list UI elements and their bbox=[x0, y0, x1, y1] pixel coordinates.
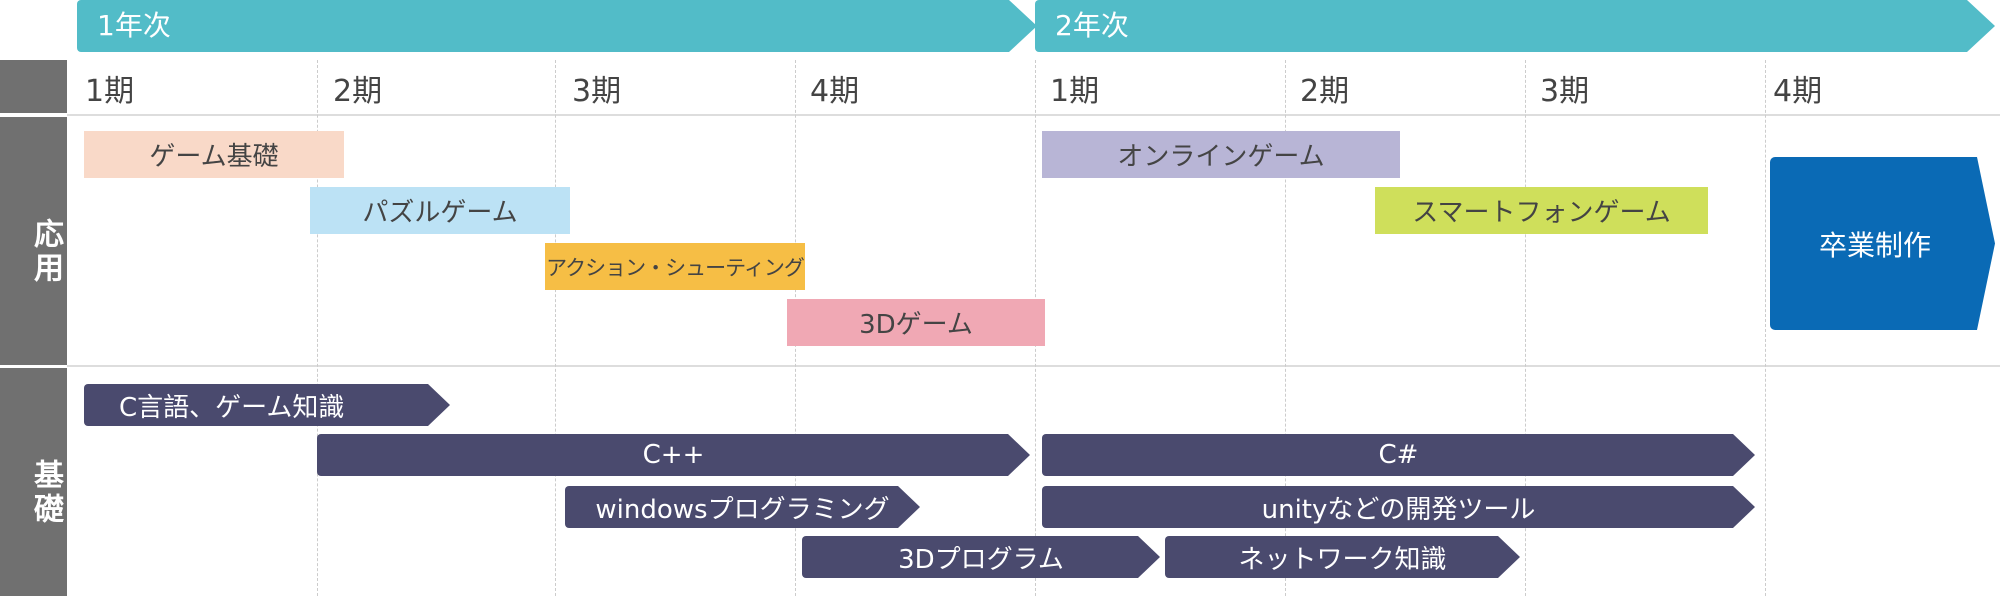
course-3d-game: 3Dゲーム bbox=[787, 299, 1045, 346]
section-divider bbox=[67, 365, 2000, 367]
course-smartphone-game: スマートフォンゲーム bbox=[1375, 187, 1708, 234]
section-label-applied: 応用 bbox=[0, 117, 67, 365]
course-network: ネットワーク知識 bbox=[1165, 536, 1520, 578]
course-cpp: C++ bbox=[317, 434, 1030, 476]
grid-line bbox=[1525, 60, 1526, 596]
section-label-basic: 基礎 bbox=[0, 368, 67, 596]
course-unity-tools: unityなどの開発ツール bbox=[1042, 486, 1755, 528]
period-label: 3期 bbox=[1540, 74, 1590, 109]
course-csharp: C# bbox=[1042, 434, 1755, 476]
grid-line bbox=[317, 60, 318, 596]
course-windows-programming: windowsプログラミング bbox=[565, 486, 920, 528]
period-label: 4期 bbox=[810, 74, 860, 109]
grid-line bbox=[555, 60, 556, 596]
year-2-banner: 2年次 bbox=[1035, 0, 1995, 52]
graduation-project: 卒業制作 bbox=[1770, 157, 1995, 330]
course-3d-programming: 3Dプログラム bbox=[802, 536, 1160, 578]
header-divider bbox=[67, 114, 2000, 116]
period-label: 2期 bbox=[333, 74, 383, 109]
grid-line bbox=[1765, 60, 1766, 596]
period-label: 2期 bbox=[1300, 74, 1350, 109]
period-label: 4期 bbox=[1773, 74, 1823, 109]
period-label: 3期 bbox=[572, 74, 622, 109]
period-label: 1期 bbox=[85, 74, 135, 109]
course-puzzle-game: パズルゲーム bbox=[310, 187, 570, 234]
course-action-shooting: アクション・シューティング bbox=[545, 243, 805, 290]
course-c-language: C言語、ゲーム知識 bbox=[84, 384, 450, 426]
course-game-basics: ゲーム基礎 bbox=[84, 131, 344, 178]
course-online-game: オンラインゲーム bbox=[1042, 131, 1400, 178]
year-1-banner: 1年次 bbox=[77, 0, 1037, 52]
header-corner bbox=[0, 60, 67, 113]
period-label: 1期 bbox=[1050, 74, 1100, 109]
grid-line bbox=[1285, 60, 1286, 596]
